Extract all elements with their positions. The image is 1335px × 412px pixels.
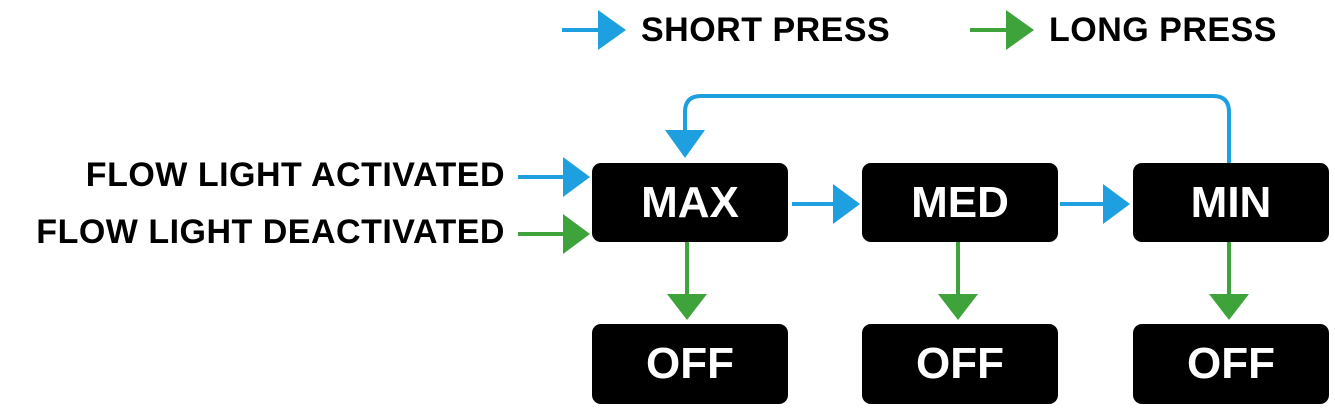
legend-short-press-arrow (562, 10, 626, 50)
flow-light-activated-label: FLOW LIGHT ACTIVATED (85, 156, 505, 194)
off-box-max: OFF (592, 324, 788, 404)
max-to-off-arrow (667, 242, 707, 320)
mode-max-box: MAX (592, 163, 788, 242)
flow-light-deactivated-label: FLOW LIGHT DEACTIVATED (36, 213, 505, 251)
mode-min-box: MIN (1133, 163, 1329, 242)
min-to-off-arrow (1209, 242, 1249, 320)
legend-long-press-label: LONG PRESS (1049, 11, 1277, 49)
mode-med-box: MED (862, 163, 1058, 242)
min-to-max-loop-arrow (665, 94, 1231, 163)
deactivated-input-arrow (518, 214, 590, 254)
legend-short-press-label: SHORT PRESS (641, 11, 891, 49)
med-to-off-arrow (938, 242, 978, 320)
off-box-min: OFF (1133, 324, 1329, 404)
activated-input-arrow (518, 157, 590, 197)
legend-long-press-arrow (970, 10, 1034, 50)
max-to-med-arrow (792, 184, 860, 224)
off-box-med: OFF (862, 324, 1058, 404)
med-to-min-arrow (1060, 184, 1130, 224)
